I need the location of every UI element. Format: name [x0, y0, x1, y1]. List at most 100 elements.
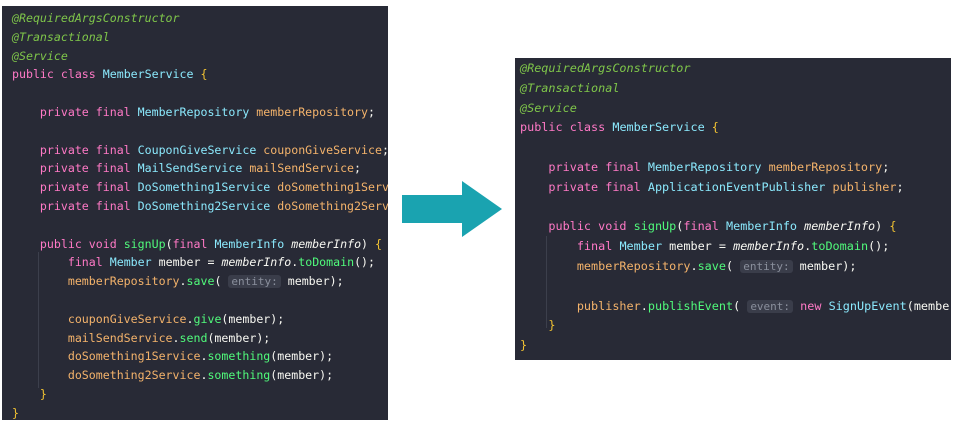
- code-token: CouponGiveService: [137, 142, 257, 157]
- code-line: final Member member = memberInfo.toDomai…: [12, 253, 388, 272]
- code-token: MailSendService: [137, 161, 243, 176]
- code-token: publisher: [520, 298, 641, 313]
- code-line: public class MemberService {: [520, 118, 951, 138]
- code-token: something: [207, 349, 271, 364]
- code-token: @Transactional: [520, 80, 620, 95]
- code-line: }: [520, 336, 951, 356]
- code-token: send: [179, 330, 208, 345]
- code-token: ;: [882, 159, 890, 174]
- code-token: something: [207, 368, 271, 383]
- code-token: ();: [868, 239, 890, 254]
- code-token: new: [793, 298, 829, 313]
- code-line: @Transactional: [12, 28, 388, 47]
- code-line: private final MemberRepository memberRep…: [12, 103, 388, 122]
- code-token: MemberService: [612, 120, 705, 135]
- code-line: publisher.publishEvent( event: new SignU…: [520, 297, 951, 317]
- code-token: (: [733, 298, 748, 313]
- code-line: doSomething1Service.something(member);: [12, 347, 388, 366]
- code-line: }: [12, 404, 388, 420]
- code-token: DoSomething1Service: [137, 180, 271, 195]
- code-token: .: [200, 349, 208, 364]
- after-code-panel: @RequiredArgsConstructor @Transactional @S…: [515, 58, 951, 360]
- code-token: toDomain: [811, 239, 869, 254]
- code-token: private final: [12, 161, 138, 176]
- code-token: member =: [151, 255, 222, 270]
- code-token: }: [520, 318, 556, 333]
- code-token: (member));: [906, 298, 951, 313]
- code-token: memberRepository: [249, 104, 368, 119]
- code-token: ;: [354, 161, 362, 176]
- code-token: public void: [520, 219, 634, 234]
- code-token: mailSendService: [12, 330, 173, 345]
- code-line: [12, 84, 388, 103]
- code-token: private final: [12, 180, 138, 195]
- code-token: ApplicationEventPublisher: [647, 179, 826, 194]
- code-token: memberRepository: [761, 159, 883, 174]
- code-line: couponGiveService.give(member);: [12, 310, 388, 329]
- code-token: memberInfo: [284, 236, 362, 251]
- code-token: .: [640, 298, 648, 313]
- code-token: private final: [520, 159, 648, 174]
- code-line: [12, 216, 388, 235]
- code-token: final: [683, 219, 726, 234]
- code-token: @RequiredArgsConstructor: [520, 61, 691, 75]
- code-token: (member);: [207, 330, 271, 345]
- code-token: public void: [12, 236, 124, 251]
- code-token: }: [12, 386, 47, 401]
- code-token: memberInfo: [733, 239, 805, 254]
- code-token: final: [520, 239, 620, 254]
- code-token: give: [193, 311, 222, 326]
- code-token: ;: [368, 104, 375, 119]
- code-line: [520, 198, 951, 218]
- code-line: private final MailSendService mailSendSe…: [12, 159, 388, 178]
- code-token: doSomething2Service: [12, 368, 201, 383]
- code-token: save: [186, 274, 215, 289]
- code-token: private final: [12, 198, 138, 213]
- code-token: ): [875, 219, 890, 234]
- code-token: ): [361, 236, 376, 251]
- code-token: publisher: [825, 179, 897, 194]
- code-token: public class: [520, 120, 613, 135]
- code-line: }: [12, 385, 388, 404]
- code-token: memberInfo: [797, 219, 876, 234]
- code-token: .: [172, 330, 180, 345]
- code-token: (: [726, 258, 741, 273]
- code-line: private final DoSomething1Service doSome…: [12, 178, 388, 197]
- code-token: memberRepository: [12, 274, 180, 289]
- code-token: publishEvent: [647, 298, 734, 313]
- param-hint: event:: [747, 299, 794, 313]
- before-code-block: @RequiredArgsConstructor@Transactional@S…: [12, 9, 388, 420]
- code-line: public void signUp(final MemberInfo memb…: [12, 235, 388, 254]
- code-token: }: [520, 338, 528, 353]
- code-token: .: [200, 368, 208, 383]
- code-line: [12, 291, 388, 310]
- indent-guide: [546, 236, 547, 328]
- code-token: @Transactional: [12, 29, 110, 44]
- code-line: @Service: [520, 99, 951, 119]
- code-token: memberInfo: [221, 255, 292, 270]
- code-token: ();: [354, 255, 376, 270]
- code-line: @Service: [12, 47, 388, 66]
- code-token: DoSomething2Service: [137, 198, 271, 213]
- code-token: memberRepository: [520, 258, 691, 273]
- code-token: ;: [896, 179, 904, 194]
- code-token: member);: [792, 258, 857, 273]
- code-token: signUp: [633, 219, 677, 234]
- code-token: (: [676, 219, 684, 234]
- code-token: }: [12, 405, 19, 420]
- code-token: @Service: [520, 100, 577, 115]
- code-token: (member);: [221, 311, 285, 326]
- code-token: private final: [12, 142, 138, 157]
- code-line: @RequiredArgsConstructor: [520, 59, 951, 79]
- code-token: toDomain: [298, 255, 355, 270]
- code-token: Member: [619, 239, 663, 254]
- param-hint: entity:: [228, 275, 281, 289]
- code-token: {: [889, 219, 897, 234]
- code-line: public class MemberService {: [12, 65, 388, 84]
- code-token: MemberRepository: [647, 159, 762, 174]
- code-token: couponGiveService: [256, 142, 382, 157]
- code-line: private final ApplicationEventPublisher …: [520, 178, 951, 198]
- code-token: @Service: [12, 48, 68, 63]
- code-token: doSomething1Service: [277, 180, 388, 195]
- code-token: .: [804, 239, 812, 254]
